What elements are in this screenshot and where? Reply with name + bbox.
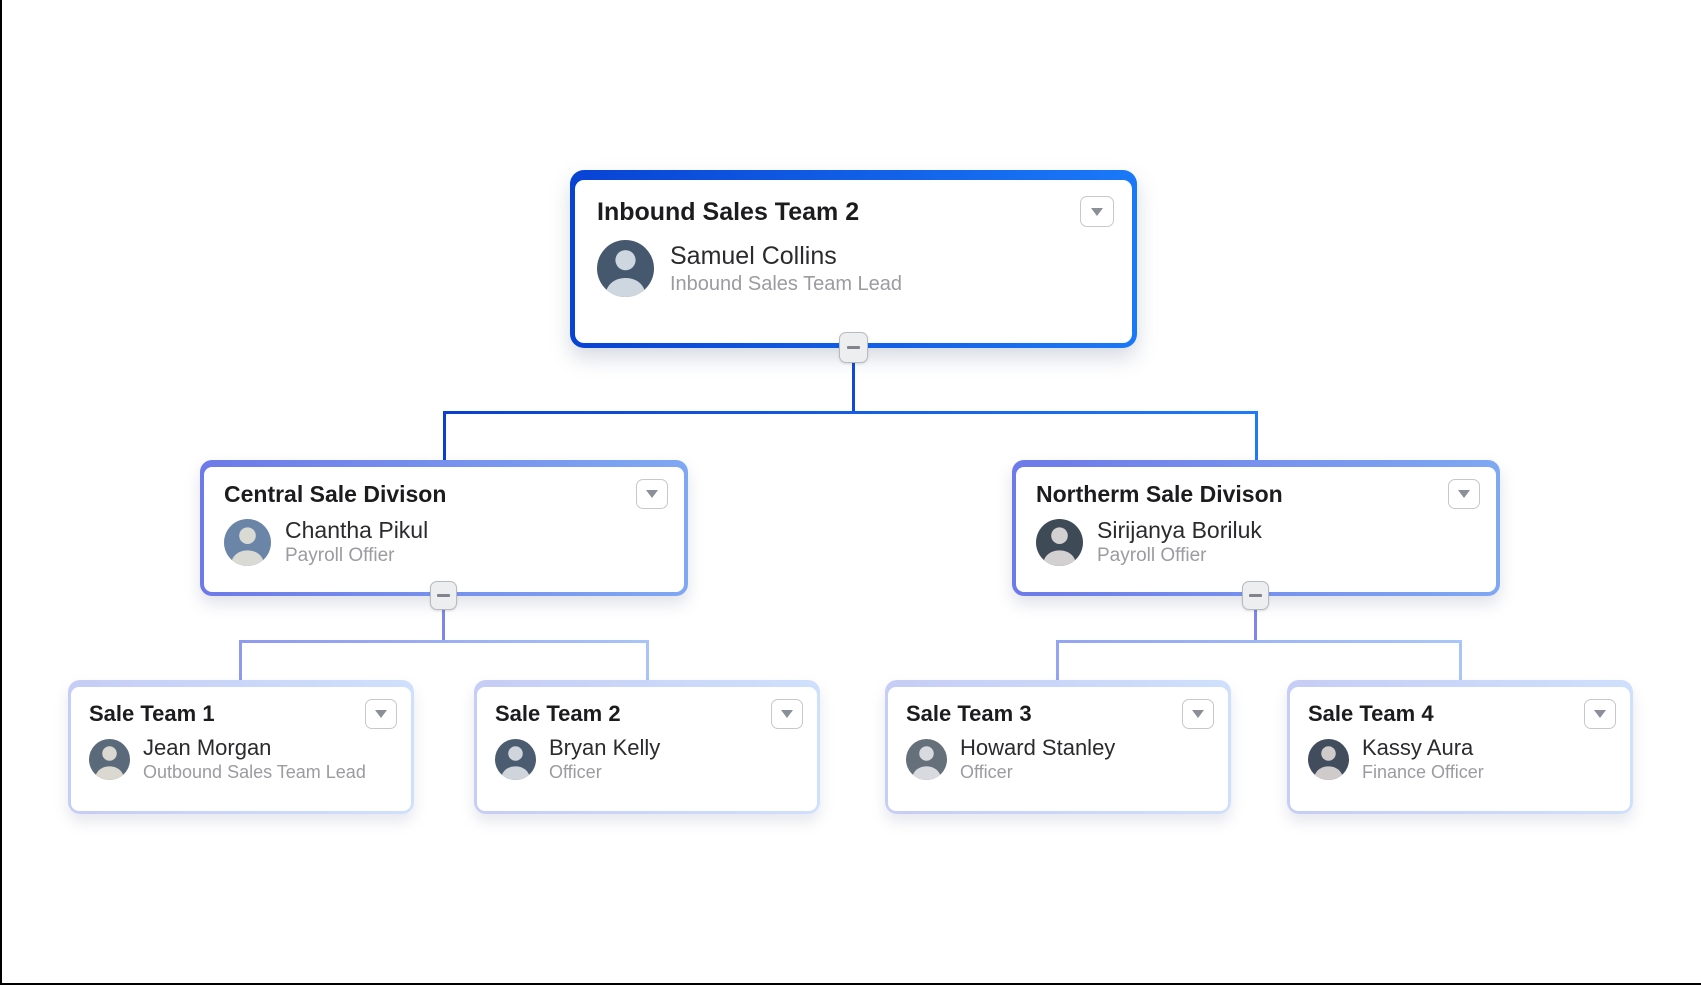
person-details: Samuel Collins Inbound Sales Team Lead [670, 241, 902, 297]
collapse-button-root[interactable] [839, 332, 868, 363]
node-menu-button[interactable] [1584, 699, 1616, 729]
person-name: Chantha Pikul [285, 517, 429, 543]
avatar [1036, 518, 1083, 566]
caret-down-icon [1594, 710, 1606, 718]
node-menu-button[interactable] [1080, 196, 1114, 227]
node-title: Sale Team 1 [89, 701, 215, 726]
minus-icon [437, 594, 450, 597]
person-details: Sirijanya Boriluk Payroll Offier [1097, 516, 1262, 568]
collapse-button-northern[interactable] [1242, 581, 1269, 610]
caret-down-icon [1458, 490, 1470, 498]
connector-drop-team1 [239, 640, 242, 683]
connector-drop-northern [1255, 411, 1258, 463]
window-bottom-edge [0, 983, 1701, 985]
window-left-edge [0, 0, 2, 985]
avatar [89, 738, 130, 780]
person-row: Bryan Kelly Officer [495, 734, 803, 784]
person-details: Jean Morgan Outbound Sales Team Lead [143, 734, 366, 784]
person-role: Officer [960, 762, 1013, 782]
person-details: Bryan Kelly Officer [549, 734, 660, 784]
connector-central-crossbar [239, 640, 649, 643]
person-name: Sirijanya Boriluk [1097, 517, 1262, 543]
minus-icon [847, 346, 860, 349]
person-name: Samuel Collins [670, 241, 837, 270]
connector-northern-crossbar [1056, 640, 1462, 643]
collapse-button-central[interactable] [430, 581, 457, 610]
node-menu-button[interactable] [365, 699, 397, 729]
person-details: Howard Stanley Officer [960, 734, 1115, 784]
person-role: Payroll Offier [285, 545, 395, 566]
node-title: Sale Team 4 [1308, 701, 1434, 726]
person-name: Kassy Aura [1362, 735, 1474, 760]
org-node-sale-team-4: Sale Team 4 Kassy Aura Finance Officer [1287, 680, 1633, 814]
person-details: Kassy Aura Finance Officer [1362, 734, 1484, 784]
avatar [495, 738, 536, 780]
person-name: Howard Stanley [960, 735, 1116, 760]
node-title: Inbound Sales Team 2 [597, 198, 860, 226]
org-node-sale-team-1: Sale Team 1 Jean Morgan Outbound Sales T… [68, 680, 414, 814]
avatar [906, 738, 947, 780]
node-menu-button[interactable] [1182, 699, 1214, 729]
caret-down-icon [1091, 207, 1103, 216]
connector-root-crossbar [443, 411, 1258, 414]
connector-northern-stem [1254, 593, 1257, 643]
person-row: Howard Stanley Officer [906, 734, 1214, 784]
node-title: Northerm Sale Divison [1036, 481, 1283, 507]
node-menu-button[interactable] [771, 699, 803, 729]
person-role: Inbound Sales Team Lead [670, 272, 903, 295]
person-row: Samuel Collins Inbound Sales Team Lead [597, 240, 1114, 297]
avatar [224, 518, 271, 566]
person-row: Jean Morgan Outbound Sales Team Lead [89, 734, 397, 784]
node-title: Sale Team 3 [906, 701, 1032, 726]
connector-central-stem [442, 593, 445, 643]
node-title: Sale Team 2 [495, 701, 621, 726]
person-role: Payroll Offier [1097, 545, 1207, 566]
person-row: Kassy Aura Finance Officer [1308, 734, 1616, 784]
person-role: Finance Officer [1362, 762, 1484, 782]
org-node-northerm-sale-divison: Northerm Sale Divison Sirijanya Boriluk … [1012, 460, 1500, 596]
person-role: Outbound Sales Team Lead [143, 762, 366, 782]
caret-down-icon [646, 490, 658, 498]
org-node-inbound-sales-team-2: Inbound Sales Team 2 Samuel Collins Inbo… [570, 170, 1137, 348]
connector-drop-team2 [646, 640, 649, 683]
org-node-sale-team-2: Sale Team 2 Bryan Kelly Officer [474, 680, 820, 814]
org-node-central-sale-divison: Central Sale Divison Chantha Pikul Payro… [200, 460, 688, 596]
node-menu-button[interactable] [636, 479, 668, 509]
connector-drop-team3 [1056, 640, 1059, 683]
avatar [1308, 738, 1349, 780]
connector-root-stem [852, 346, 855, 414]
connector-drop-team4 [1459, 640, 1462, 683]
caret-down-icon [1192, 710, 1204, 718]
node-title: Central Sale Divison [224, 481, 447, 507]
avatar [597, 240, 654, 297]
minus-icon [1249, 594, 1262, 597]
person-row: Sirijanya Boriluk Payroll Offier [1036, 516, 1480, 568]
node-menu-button[interactable] [1448, 479, 1480, 509]
person-details: Chantha Pikul Payroll Offier [285, 516, 428, 568]
person-role: Officer [549, 762, 602, 782]
caret-down-icon [781, 710, 793, 718]
caret-down-icon [375, 710, 387, 718]
org-node-sale-team-3: Sale Team 3 Howard Stanley Officer [885, 680, 1231, 814]
connector-drop-central [443, 411, 446, 463]
person-name: Jean Morgan [143, 735, 272, 760]
person-row: Chantha Pikul Payroll Offier [224, 516, 668, 568]
person-name: Bryan Kelly [549, 735, 661, 760]
